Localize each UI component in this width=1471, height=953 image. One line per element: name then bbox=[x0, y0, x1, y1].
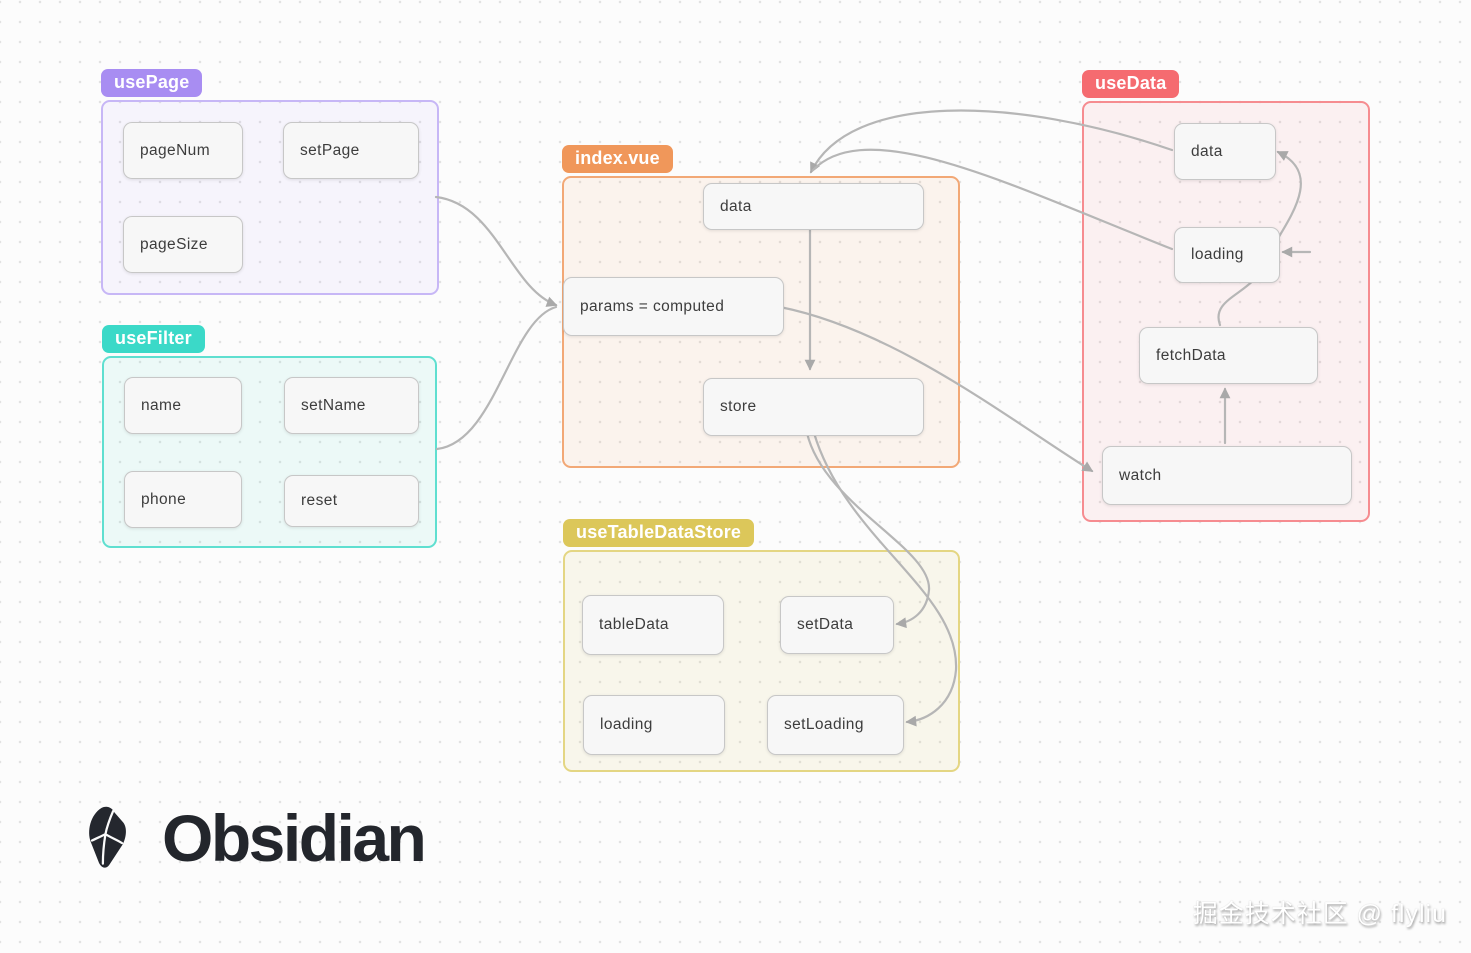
group-usepage[interactable]: usePage pageNum setPage pageSize bbox=[101, 69, 439, 295]
node-pagenum-label: pageNum bbox=[140, 141, 211, 159]
node-index-data-label: data bbox=[720, 197, 752, 215]
node-setloading-label: setLoading bbox=[784, 716, 864, 733]
group-usefilter[interactable]: useFilter name setName phone reset bbox=[102, 325, 437, 548]
node-pagesize[interactable]: pageSize bbox=[123, 216, 243, 273]
edge-usefilter-to-params bbox=[435, 305, 558, 451]
node-phone[interactable]: phone bbox=[124, 471, 242, 528]
node-setname-label: setName bbox=[301, 396, 366, 414]
group-usetabledatastore[interactable]: useTableDataStore tableData setData load… bbox=[563, 519, 960, 772]
node-usedata-loading-label: loading bbox=[1191, 246, 1244, 263]
node-tabledata[interactable]: tableData bbox=[582, 595, 724, 655]
node-reset-label: reset bbox=[301, 492, 338, 509]
node-store-loading-label: loading bbox=[600, 716, 653, 733]
node-params-computed[interactable]: params = computed bbox=[563, 277, 784, 336]
node-params-computed-label: params = computed bbox=[580, 297, 725, 315]
node-name-label: name bbox=[141, 396, 182, 414]
node-name[interactable]: name bbox=[124, 377, 242, 434]
node-reset[interactable]: reset bbox=[284, 475, 419, 527]
node-tabledata-label: tableData bbox=[599, 616, 669, 633]
group-label-index-vue[interactable]: index.vue bbox=[562, 145, 673, 173]
node-store-label: store bbox=[720, 398, 757, 415]
node-pagenum[interactable]: pageNum bbox=[123, 122, 243, 179]
group-label-usefilter[interactable]: useFilter bbox=[102, 325, 205, 353]
node-pagesize-label: pageSize bbox=[140, 235, 208, 253]
obsidian-wordmark: Obsidian bbox=[162, 801, 427, 875]
obsidian-logo-icon bbox=[89, 806, 126, 868]
edge-usepage-to-params bbox=[434, 195, 558, 307]
node-usedata-data-label: data bbox=[1191, 142, 1223, 160]
watermark-text: 掘金技术社区 @ flyliu bbox=[1192, 900, 1447, 928]
node-setpage-label: setPage bbox=[300, 141, 360, 159]
group-index-vue[interactable]: index.vue data params = computed store bbox=[562, 145, 960, 468]
node-setpage[interactable]: setPage bbox=[283, 122, 419, 179]
obsidian-brand: Obsidian bbox=[76, 800, 427, 876]
node-index-data[interactable]: data bbox=[703, 183, 924, 230]
node-fetchdata[interactable]: fetchData bbox=[1139, 327, 1318, 384]
node-watch-label: watch bbox=[1119, 466, 1162, 484]
node-usedata-loading[interactable]: loading bbox=[1174, 227, 1280, 283]
group-label-usedata[interactable]: useData bbox=[1082, 70, 1180, 98]
group-label-usepage[interactable]: usePage bbox=[101, 69, 203, 97]
node-setloading[interactable]: setLoading bbox=[767, 695, 904, 755]
node-setname[interactable]: setName bbox=[284, 377, 419, 434]
group-label-usetabledatastore[interactable]: useTableDataStore bbox=[563, 519, 755, 547]
node-phone-label: phone bbox=[141, 490, 187, 508]
node-usedata-data[interactable]: data bbox=[1174, 123, 1276, 180]
node-setdata-label: setData bbox=[797, 616, 854, 633]
node-store[interactable]: store bbox=[703, 378, 924, 436]
node-watch[interactable]: watch bbox=[1102, 446, 1352, 505]
node-store-loading[interactable]: loading bbox=[583, 695, 725, 755]
node-fetchdata-label: fetchData bbox=[1156, 346, 1226, 364]
node-setdata[interactable]: setData bbox=[780, 596, 894, 654]
group-usedata[interactable]: useData data loading fetchData watch bbox=[1082, 70, 1370, 522]
